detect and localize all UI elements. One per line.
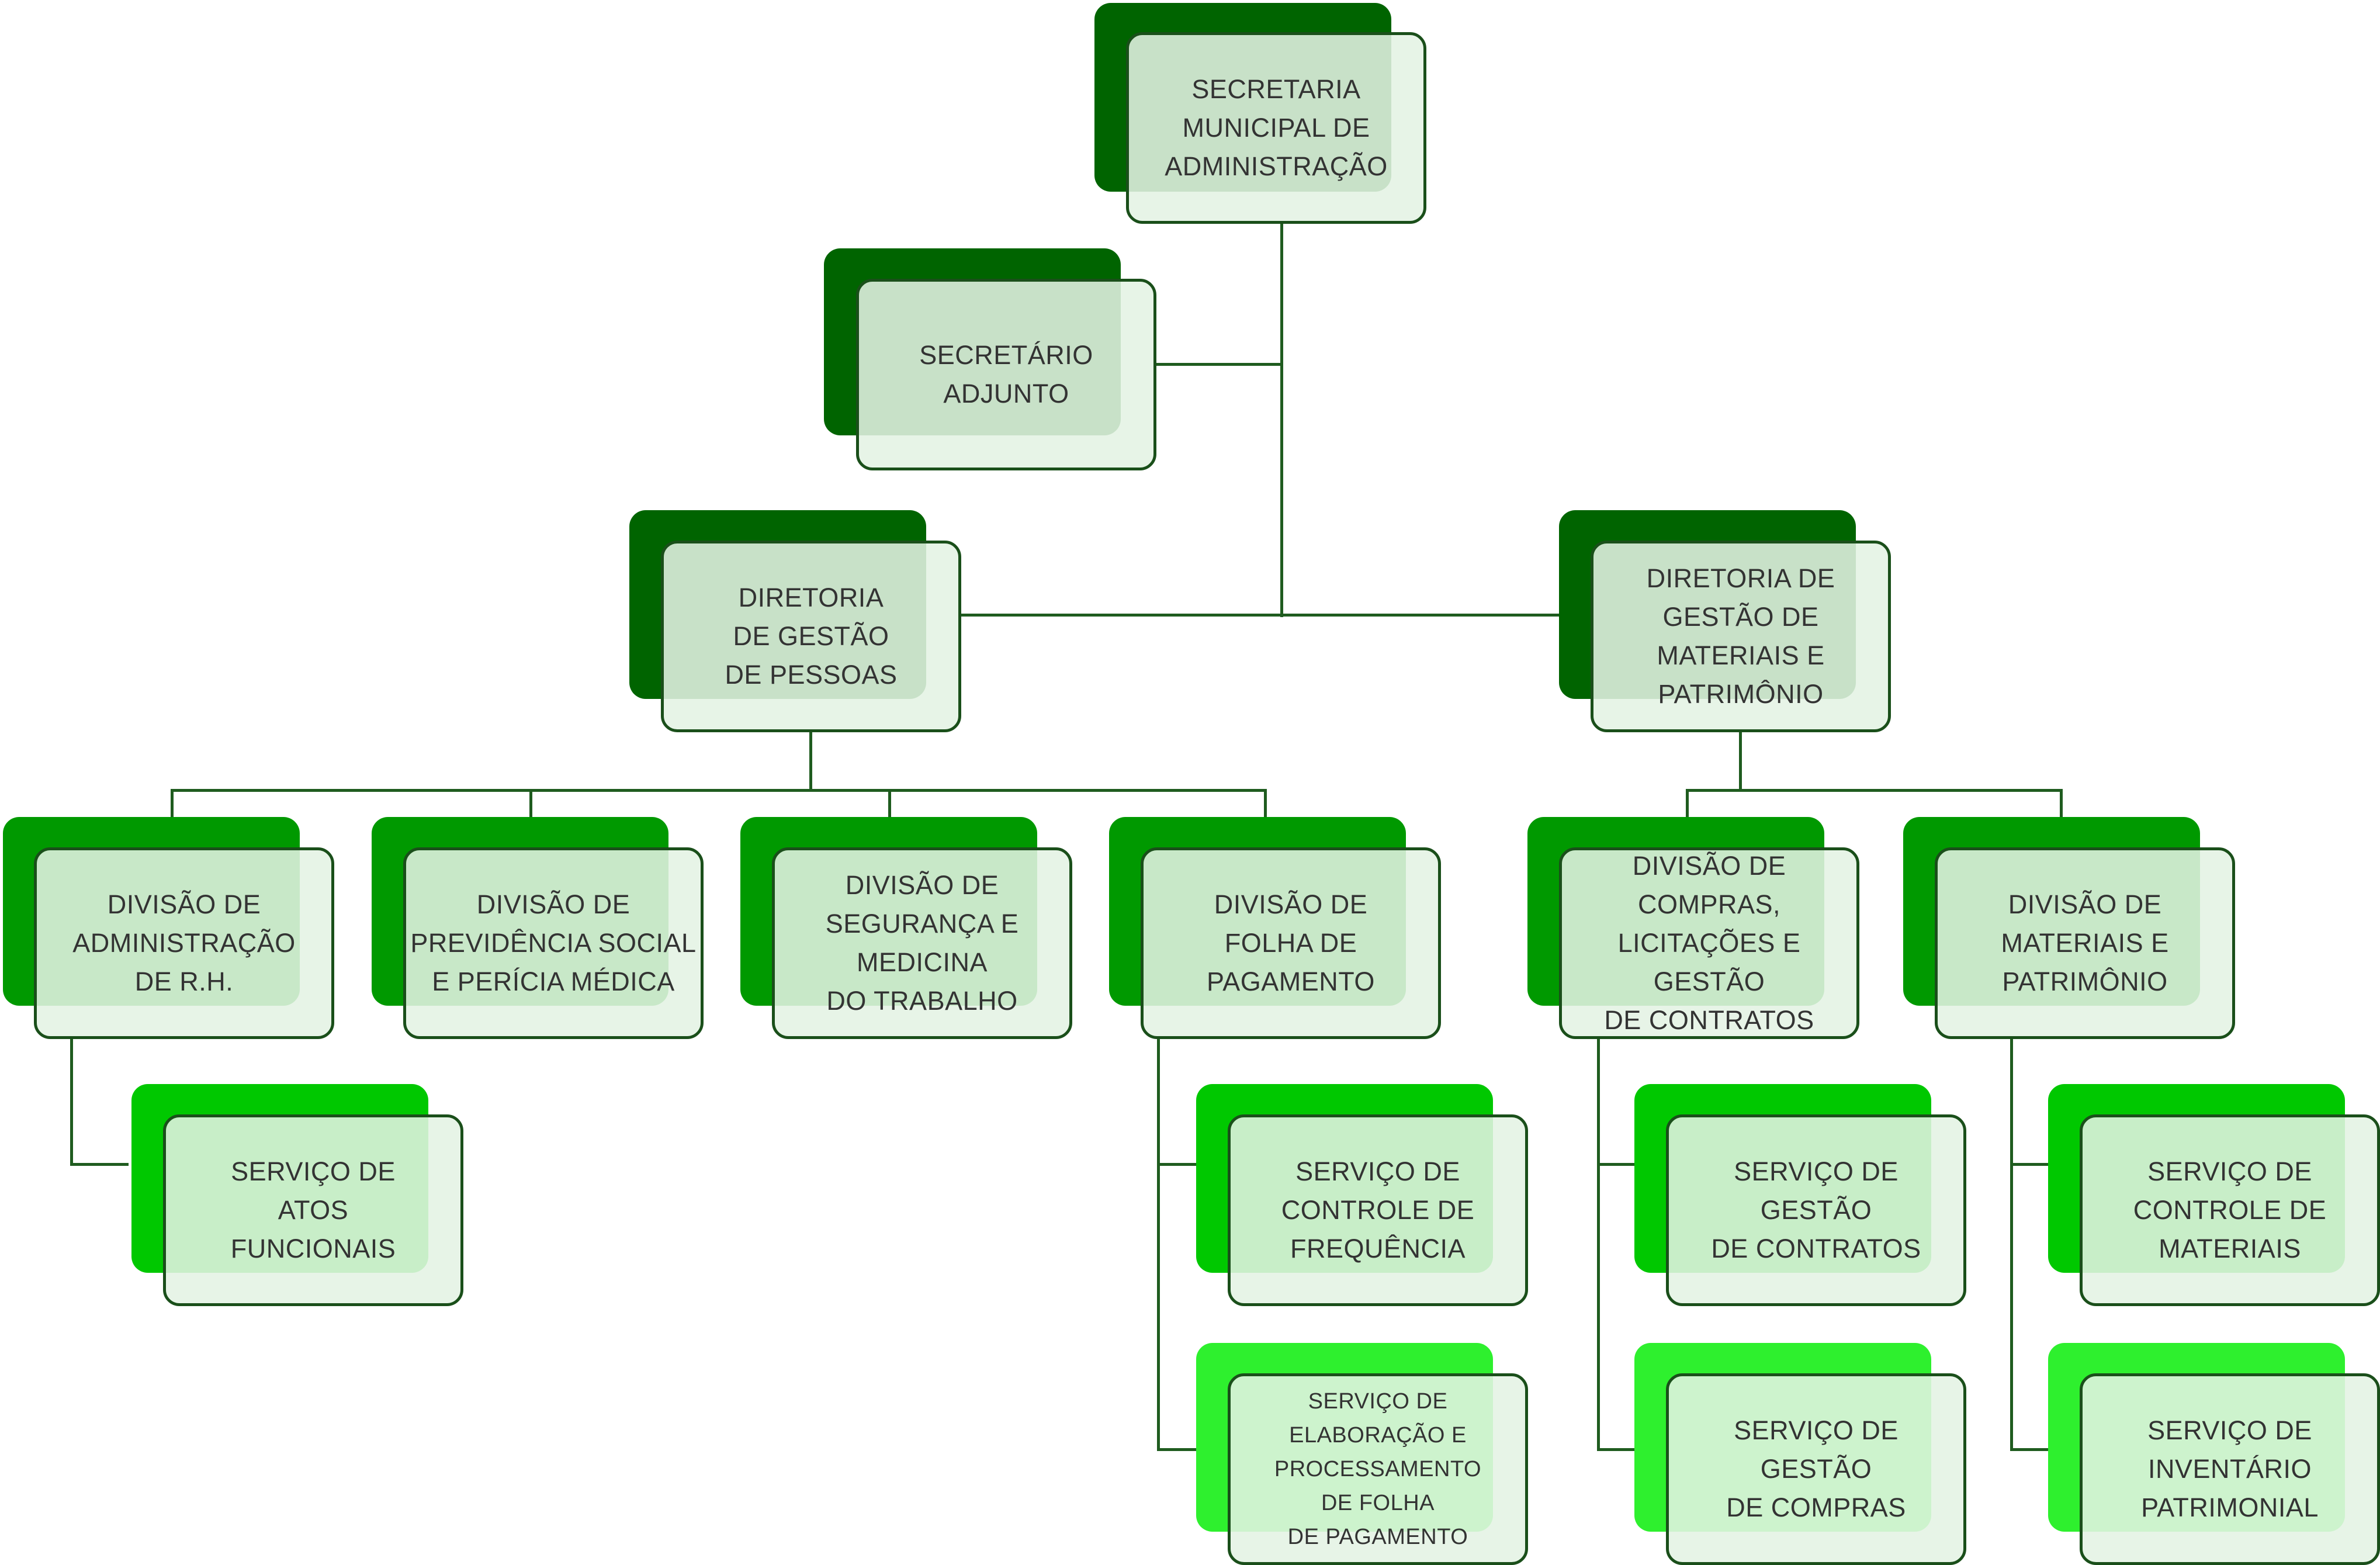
connector-line: [1154, 363, 1283, 366]
connector-line: [1280, 221, 1283, 617]
connector-line: [1686, 789, 2063, 792]
connector-line: [2010, 1037, 2013, 1451]
connector-line: [1157, 1448, 1198, 1451]
node-box: SERVIÇO DE GESTÃO DE COMPRAS: [1666, 1373, 1966, 1565]
node-box: DIRETORIA DE GESTÃO DE PESSOAS: [661, 541, 961, 732]
node-label: SERVIÇO DE CONTROLE DE FREQUÊNCIA: [1281, 1157, 1475, 1263]
node-box: SERVIÇO DE INVENTÁRIO PATRIMONIAL: [2080, 1373, 2380, 1565]
connector-line: [1157, 1163, 1198, 1166]
node-box: SERVIÇO DE GESTÃO DE CONTRATOS: [1666, 1114, 1966, 1306]
node-box: SECRETARIA MUNICIPAL DE ADMINISTRAÇÃO: [1126, 32, 1426, 224]
node-box: DIRETORIA DE GESTÃO DE MATERIAIS E PATRI…: [1591, 541, 1891, 732]
connector-line: [2060, 789, 2063, 817]
node-box: DIVISÃO DE PREVIDÊNCIA SOCIAL E PERÍCIA …: [403, 847, 704, 1039]
node-label: DIRETORIA DE GESTÃO DE PESSOAS: [725, 583, 898, 690]
node-label: SERVIÇO DE GESTÃO DE COMPRAS: [1726, 1415, 1906, 1522]
connector-line: [1597, 1037, 1600, 1451]
connector-line: [1739, 732, 1742, 791]
node-label: SECRETÁRIO ADJUNTO: [919, 340, 1093, 408]
connector-line: [2010, 1163, 2051, 1166]
node-box: SERVIÇO DE CONTROLE DE FREQUÊNCIA: [1228, 1114, 1528, 1306]
node-box: DIVISÃO DE MATERIAIS E PATRIMÔNIO: [1935, 847, 2235, 1039]
connector-line: [1157, 1037, 1160, 1451]
node-box: SECRETÁRIO ADJUNTO: [856, 279, 1156, 470]
connector-line: [171, 789, 1267, 792]
connector-line: [2010, 1448, 2051, 1451]
node-label: SERVIÇO DE INVENTÁRIO PATRIMONIAL: [2141, 1415, 2319, 1522]
connector-line: [70, 1163, 129, 1166]
node-label: DIVISÃO DE SEGURANÇA E MEDICINA DO TRABA…: [825, 870, 1019, 1016]
node-label: SERVIÇO DE GESTÃO DE CONTRATOS: [1711, 1157, 1921, 1263]
node-label: SERVIÇO DE ELABORAÇÃO E PROCESSAMENTO DE…: [1274, 1389, 1482, 1549]
connector-line: [809, 732, 812, 791]
connector-line: [1264, 789, 1267, 817]
node-label: DIVISÃO DE FOLHA DE PAGAMENTO: [1207, 889, 1375, 996]
node-label: DIVISÃO DE PREVIDÊNCIA SOCIAL E PERÍCIA …: [410, 889, 697, 996]
connector-line: [171, 789, 174, 817]
connector-line: [70, 1037, 73, 1166]
node-box: SERVIÇO DE ATOS FUNCIONAIS: [163, 1114, 463, 1306]
connector-line: [888, 789, 891, 817]
node-box: DIVISÃO DE COMPRAS, LICITAÇÕES E GESTÃO …: [1559, 847, 1859, 1039]
node-label: DIVISÃO DE ADMINISTRAÇÃO DE R.H.: [72, 889, 296, 996]
connector-line: [1597, 1163, 1638, 1166]
node-box: SERVIÇO DE CONTROLE DE MATERIAIS: [2080, 1114, 2380, 1306]
node-label: SERVIÇO DE ATOS FUNCIONAIS: [230, 1157, 396, 1263]
connector-line: [1686, 789, 1689, 817]
node-label: DIRETORIA DE GESTÃO DE MATERIAIS E PATRI…: [1646, 563, 1835, 709]
node-label: SECRETARIA MUNICIPAL DE ADMINISTRAÇÃO: [1165, 74, 1388, 181]
connector-line: [961, 614, 1559, 617]
connector-line: [529, 789, 532, 817]
node-box: SERVIÇO DE ELABORAÇÃO E PROCESSAMENTO DE…: [1228, 1373, 1528, 1565]
node-box: DIVISÃO DE ADMINISTRAÇÃO DE R.H.: [34, 847, 334, 1039]
node-label: DIVISÃO DE COMPRAS, LICITAÇÕES E GESTÃO …: [1604, 851, 1814, 1035]
connector-line: [1597, 1448, 1638, 1451]
node-label: SERVIÇO DE CONTROLE DE MATERIAIS: [2133, 1157, 2327, 1263]
node-label: DIVISÃO DE MATERIAIS E PATRIMÔNIO: [2001, 889, 2169, 996]
node-box: DIVISÃO DE FOLHA DE PAGAMENTO: [1141, 847, 1441, 1039]
node-box: DIVISÃO DE SEGURANÇA E MEDICINA DO TRABA…: [772, 847, 1072, 1039]
